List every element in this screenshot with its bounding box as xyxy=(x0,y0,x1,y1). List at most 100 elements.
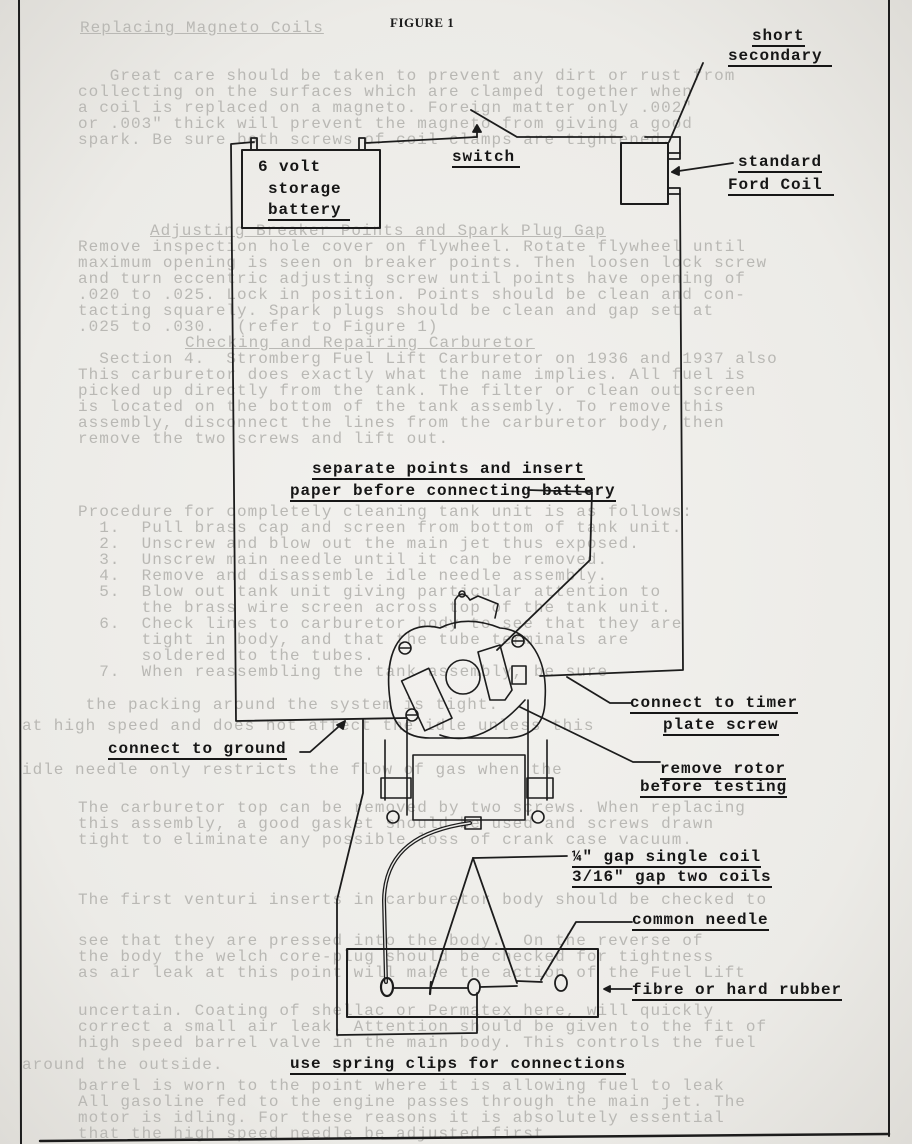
label-fibre-rubber: fibre or hard rubber xyxy=(632,981,843,1001)
label-ford-coil: Ford Coil xyxy=(728,177,834,196)
label-short: short xyxy=(752,27,805,47)
needle-leader xyxy=(540,921,633,981)
timer-terminal xyxy=(511,665,527,685)
show-through-line: spark. Be sure both screws of coil clamp… xyxy=(78,131,672,149)
ground-wire xyxy=(336,718,478,1036)
label-connect-timer-1: connect to timer xyxy=(630,694,799,714)
label-gap-two: 3/16" gap two coils xyxy=(572,868,772,888)
show-through-line: soldered to the tubes. xyxy=(78,647,375,665)
label-gap-single: ¼" gap single coil xyxy=(572,848,762,868)
show-through-line: a coil is replaced on a magneto. Foreign… xyxy=(78,99,693,117)
terminal-middle xyxy=(467,978,481,996)
cam-hole xyxy=(445,659,481,695)
coil-tab-top xyxy=(667,152,681,160)
breaker-arm xyxy=(477,644,513,701)
show-through-line: .025 to .030. (refer to Figure 1) xyxy=(78,318,439,336)
gap-v-right xyxy=(472,857,518,984)
ford-coil-leader xyxy=(671,162,734,173)
show-through-line: the packing around the system is tight. xyxy=(22,696,500,714)
show-through-line: picked up directly from the tank. The fi… xyxy=(78,382,757,400)
distributor xyxy=(380,590,554,830)
show-through-line: Section 4. Stromberg Fuel Lift Carbureto… xyxy=(78,350,778,368)
label-remove-rotor-2: before testing xyxy=(640,778,788,798)
show-through-line: idle needle only restricts the flow of g… xyxy=(22,761,563,779)
distributor-lug xyxy=(454,593,499,629)
lug-hole xyxy=(458,590,466,598)
frame-bottom xyxy=(38,1132,891,1143)
clamp-knob xyxy=(386,810,400,824)
figure-title: FIGURE 1 xyxy=(390,15,455,30)
label-secondary: secondary xyxy=(728,48,832,67)
label-switch: switch xyxy=(452,149,520,168)
label-battery-line3: battery xyxy=(268,202,350,221)
label-separate-points-1: separate points and insert xyxy=(312,460,586,480)
wire-left xyxy=(230,141,408,722)
show-through-heading: Checking and Repairing Carburetor xyxy=(185,334,535,352)
rotor-leader xyxy=(519,706,661,763)
show-through-line: 6. Check lines to carburetor body to see… xyxy=(78,615,683,633)
show-through-line: barrel is worn to the point where it is … xyxy=(78,1077,725,1095)
show-through-line: high speed barrel valve in the main body… xyxy=(78,1034,757,1052)
gap-wire xyxy=(479,985,518,988)
label-connect-timer-2: plate screw xyxy=(663,716,779,736)
ground-leader xyxy=(299,720,346,753)
ford-coil-arrowhead xyxy=(671,166,680,176)
ground-arrowhead xyxy=(336,720,346,730)
coil-tab-bottom xyxy=(667,187,681,195)
battery-terminal-neg xyxy=(250,137,258,151)
battery-terminal-pos xyxy=(358,137,366,151)
bracket-plate xyxy=(412,754,526,821)
show-through-line: tacting squarely. Spark plugs should be … xyxy=(78,302,715,320)
screw xyxy=(511,634,525,648)
ford-coil-box xyxy=(620,142,669,205)
needle-tube-inner xyxy=(383,822,471,983)
label-battery-line1: 6 volt xyxy=(258,158,322,176)
fibre-arrowhead xyxy=(603,985,611,993)
screw xyxy=(398,641,412,655)
show-through-line: remove the two screws and lift out. xyxy=(78,430,450,448)
show-through-line: 4. Remove and disassemble idle needle as… xyxy=(78,567,609,585)
label-connect-ground: connect to ground xyxy=(108,740,287,760)
label-standard: standard xyxy=(738,153,823,173)
switch-arrow-head xyxy=(472,124,482,133)
show-through-line: collecting on the surfaces which are cla… xyxy=(78,83,693,101)
show-through-line: The carburetor top can be removed by two… xyxy=(78,799,746,817)
terminal-right xyxy=(554,974,568,992)
show-through-line: maximum opening is seen on breaker point… xyxy=(78,254,768,272)
clamp xyxy=(380,777,412,799)
switch-blade xyxy=(470,109,623,138)
label-separate-points-2: paper before connecting battery xyxy=(290,482,616,502)
show-through-line: Procedure for completely cleaning tank u… xyxy=(78,503,693,521)
clamp-knob xyxy=(531,810,545,824)
show-through-line: tight to eliminate any possible loss of … xyxy=(78,831,693,849)
fibre-block xyxy=(346,948,599,1018)
show-through-line: see that they are pressed into the body.… xyxy=(78,932,704,950)
show-through-line: assembly, disconnect the lines from the … xyxy=(78,414,725,432)
show-through-line: Remove inspection hole cover on flywheel… xyxy=(78,238,746,256)
distributor-body xyxy=(387,620,547,739)
separate-points-leader xyxy=(496,489,593,651)
show-through-line: All gasoline fed to the engine passes th… xyxy=(78,1093,746,1111)
show-through-line: The first venturi inserts in carburetor … xyxy=(78,891,768,909)
label-common-needle: common needle xyxy=(632,911,769,931)
needle-tube xyxy=(382,821,472,984)
show-through-line: as air leak at this point will make the … xyxy=(78,964,746,982)
label-spring-clips: use spring clips for connections xyxy=(290,1055,627,1075)
condenser xyxy=(400,667,453,732)
show-through-line: around the outside. xyxy=(22,1056,224,1074)
show-through-line: motor is idling. For these reasons it is… xyxy=(78,1109,725,1127)
gap-wire xyxy=(516,980,543,983)
show-through-heading: Replacing Magneto Coils xyxy=(80,19,324,37)
show-through-line: 1. Pull brass cap and screen from bottom… xyxy=(78,519,683,537)
show-through-line: .020 to .025. Lock in position. Points s… xyxy=(78,286,746,304)
clamp xyxy=(526,777,554,799)
terminal-left xyxy=(379,976,395,998)
show-through-line: uncertain. Coating of shellac or Permate… xyxy=(78,1002,715,1020)
label-remove-rotor-1: remove rotor xyxy=(660,760,787,780)
gap-leader xyxy=(472,855,568,859)
distributor-wire xyxy=(439,699,526,740)
show-through-line: at high speed and does not affect the id… xyxy=(22,717,595,735)
short-secondary-leader xyxy=(668,62,704,143)
